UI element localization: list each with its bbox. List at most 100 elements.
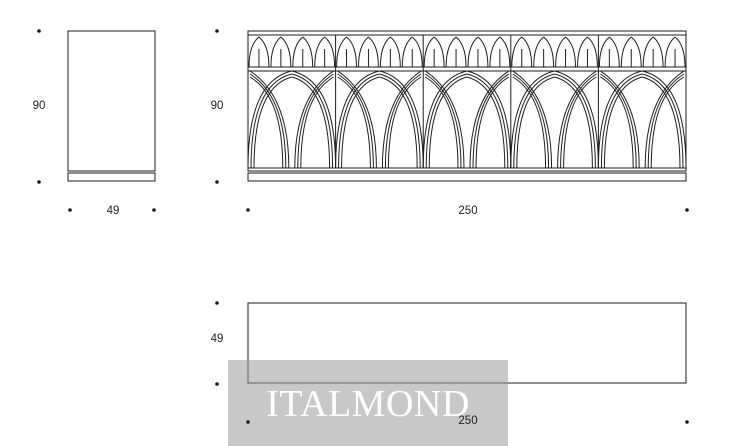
arch-line <box>600 73 637 169</box>
front-width-label: 250 <box>458 205 477 217</box>
upper-arch-line <box>565 36 576 68</box>
upper-arch-line <box>477 36 489 68</box>
arch-line <box>554 76 593 169</box>
arch-line <box>472 73 510 169</box>
arch-line <box>381 70 422 169</box>
arch-line <box>642 70 687 169</box>
upper-arch-line <box>302 36 314 68</box>
upper-arch-line <box>598 36 610 68</box>
side-view: 90 49 <box>33 29 156 217</box>
front-height-label: 90 <box>211 100 224 112</box>
dim-point <box>246 208 250 212</box>
arch-line <box>650 76 685 169</box>
arch-line <box>647 73 685 169</box>
side-depth-label: 49 <box>107 205 120 217</box>
dim-point <box>215 301 219 305</box>
arch-line <box>422 70 468 169</box>
dim-point <box>215 382 219 386</box>
arch-line <box>425 73 468 169</box>
arch-line <box>337 73 374 169</box>
dim-point <box>68 208 72 212</box>
upper-arch-line <box>543 36 555 68</box>
dim-point <box>37 29 41 33</box>
dim-point <box>37 180 41 184</box>
arch-line <box>597 70 643 169</box>
arch-line <box>642 73 684 169</box>
arch-line <box>379 76 418 169</box>
arch-line <box>557 70 597 169</box>
upper-arch-line <box>411 36 423 68</box>
arch-line <box>337 70 377 169</box>
upper-arch-line <box>258 36 270 68</box>
dim-point <box>152 208 156 212</box>
upper-arch-line <box>358 36 369 68</box>
arch-line <box>250 73 292 169</box>
dim-point <box>215 29 219 33</box>
upper-arch-line <box>379 36 391 68</box>
arch-line <box>428 76 468 169</box>
arch-line <box>300 76 334 169</box>
arch-line <box>291 76 331 169</box>
upper-arch-line <box>587 36 598 68</box>
arch-line <box>379 70 424 169</box>
arch-line <box>475 76 510 169</box>
dim-point <box>215 180 219 184</box>
dim-point <box>685 420 689 424</box>
arch-line <box>512 76 547 169</box>
arch-line <box>603 76 643 169</box>
arch-line <box>516 76 555 169</box>
upper-arch-line <box>248 36 260 68</box>
arch-line <box>600 76 634 169</box>
arch-line <box>554 73 596 169</box>
side-view-body <box>67 30 156 172</box>
upper-arch-line <box>292 36 304 68</box>
arch-line <box>512 70 553 169</box>
upper-arch-line <box>324 36 336 68</box>
arch-line <box>384 73 422 169</box>
arch-line <box>249 76 284 169</box>
upper-arch-line <box>423 36 435 68</box>
upper-arch-line <box>455 36 467 68</box>
upper-arch-line <box>511 36 523 68</box>
arch-line <box>335 70 380 169</box>
arch-line <box>341 76 380 169</box>
upper-arch-line <box>630 36 642 68</box>
upper-arch-line <box>401 36 413 68</box>
arch-line <box>424 73 462 169</box>
upper-arch-line <box>652 36 664 68</box>
arch-line <box>512 73 550 169</box>
side-view-plinth <box>67 172 156 182</box>
arch-line <box>563 76 597 169</box>
watermark-text: ITALMOND <box>266 383 470 425</box>
arch-line <box>247 70 292 169</box>
upper-arch-line <box>270 36 282 68</box>
watermark-box <box>228 360 508 446</box>
dim-point <box>685 208 689 212</box>
arch-line <box>337 76 371 169</box>
arch-line <box>469 70 510 169</box>
door-arch-pattern <box>247 35 687 169</box>
arch-line <box>466 76 506 169</box>
side-height-label: 90 <box>33 100 46 112</box>
front-view-body <box>247 30 687 172</box>
arch-line <box>291 70 337 169</box>
upper-arch-line <box>314 36 325 68</box>
upper-arch-line <box>368 36 379 68</box>
upper-arch-line <box>521 36 533 68</box>
dim-point <box>246 420 250 424</box>
arch-line <box>510 70 555 169</box>
arch-line <box>600 73 643 169</box>
arch-line <box>644 70 685 169</box>
upper-arch-line <box>489 36 501 68</box>
arch-line <box>466 70 512 169</box>
upper-arch-line <box>433 36 445 68</box>
arch-line <box>600 70 640 169</box>
top-view-width-dimension: 250 <box>246 415 689 427</box>
arch-line <box>642 76 681 169</box>
upper-arch-line <box>609 36 620 68</box>
upper-arch-line <box>642 36 654 68</box>
arch-line <box>554 70 599 169</box>
watermark: ITALMOND <box>228 360 508 446</box>
upper-arch-line <box>499 36 511 68</box>
